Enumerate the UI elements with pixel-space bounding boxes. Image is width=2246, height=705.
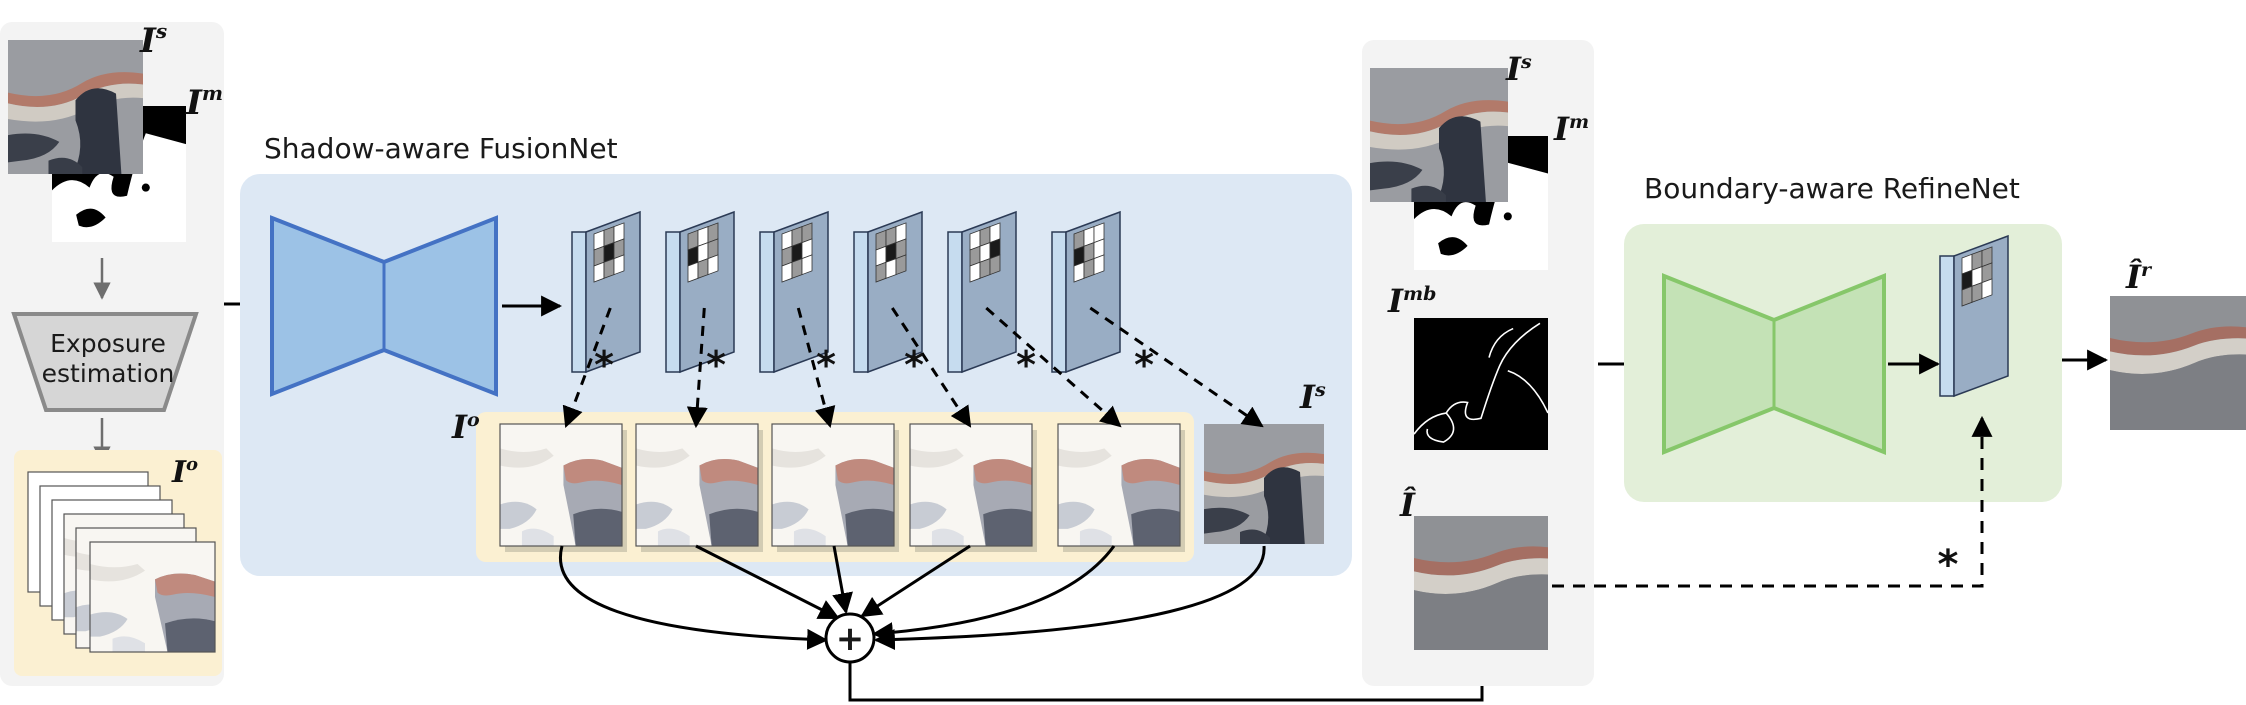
sum-input-arrow-4 [860,544,971,618]
overexposed-image-5 [1057,423,1181,547]
refinenet-panel [1624,224,2062,502]
overexposed-image-3 [771,423,895,547]
fusion-overexposed-label: Io [451,408,480,446]
convolution-star-5: * [1016,343,1036,387]
refinenet-title: Boundary-aware RefineNet [1644,172,2020,205]
input-panel: Is Im Exposure estimation Io [0,19,224,686]
refine-input-panel: Is Im Imb Î [1362,40,1594,686]
exposure-label-line1: Exposure [50,329,166,358]
refine-shadow-label: Is [1505,50,1532,88]
fusion-kernel-1 [571,210,641,374]
fusion-shadow-image [1204,424,1324,544]
plus-symbol: + [836,619,865,659]
fusion-kernel-2 [665,210,735,374]
final-result-label: Îr [2125,258,2153,296]
fusion-shadow-label: Is [1299,378,1326,416]
sum-input-arrow-3 [832,545,853,615]
input-mask-label: Im [185,81,223,123]
fusion-kernel-6 [1051,210,1121,374]
sum-input-arrow-1 [559,545,829,650]
overexposed-image-4 [909,423,1033,547]
overexposed-set-label: Io [171,454,198,490]
fused-result-image [1414,516,1548,650]
shadow-input-image [8,40,143,174]
fusionnet-panel: Io Is [240,174,1352,576]
exposure-label-line2: estimation [42,359,175,388]
overexposed-stack: Io [14,450,222,676]
convolution-star-6: * [1134,343,1154,387]
sum-node: + [824,612,876,664]
overexposed-image-1 [499,423,623,547]
sum-input-arrow-6 [873,545,1266,651]
convolution-star-3: * [816,343,836,387]
convolution-star-4: * [904,343,924,387]
input-shadow-label: Is [139,19,167,61]
fusion-kernel-4 [853,210,923,374]
mask-boundary-image [1414,318,1548,450]
fusion-kernel-3 [759,210,829,374]
fused-result-label: Î [1399,486,1416,524]
convolution-star-1: * [594,343,614,387]
mask-boundary-label: Imb [1387,282,1436,320]
fusion-kernel-5 [947,210,1017,374]
fusionnet-title: Shadow-aware FusionNet [264,132,618,165]
exposure-estimation-block: Exposure estimation [11,312,199,412]
refine-convolution-star: * [1938,542,1959,588]
final-result-image [2110,296,2246,430]
overexposed-image-2 [635,423,759,547]
convolution-star-2: * [706,343,726,387]
sum-input-arrow-2 [695,544,840,620]
refine-mask-label: Im [1553,110,1589,148]
refine-kernel [1939,234,2009,398]
sum-input-arrow-5 [871,545,1116,644]
refine-shadow-image [1370,68,1508,202]
